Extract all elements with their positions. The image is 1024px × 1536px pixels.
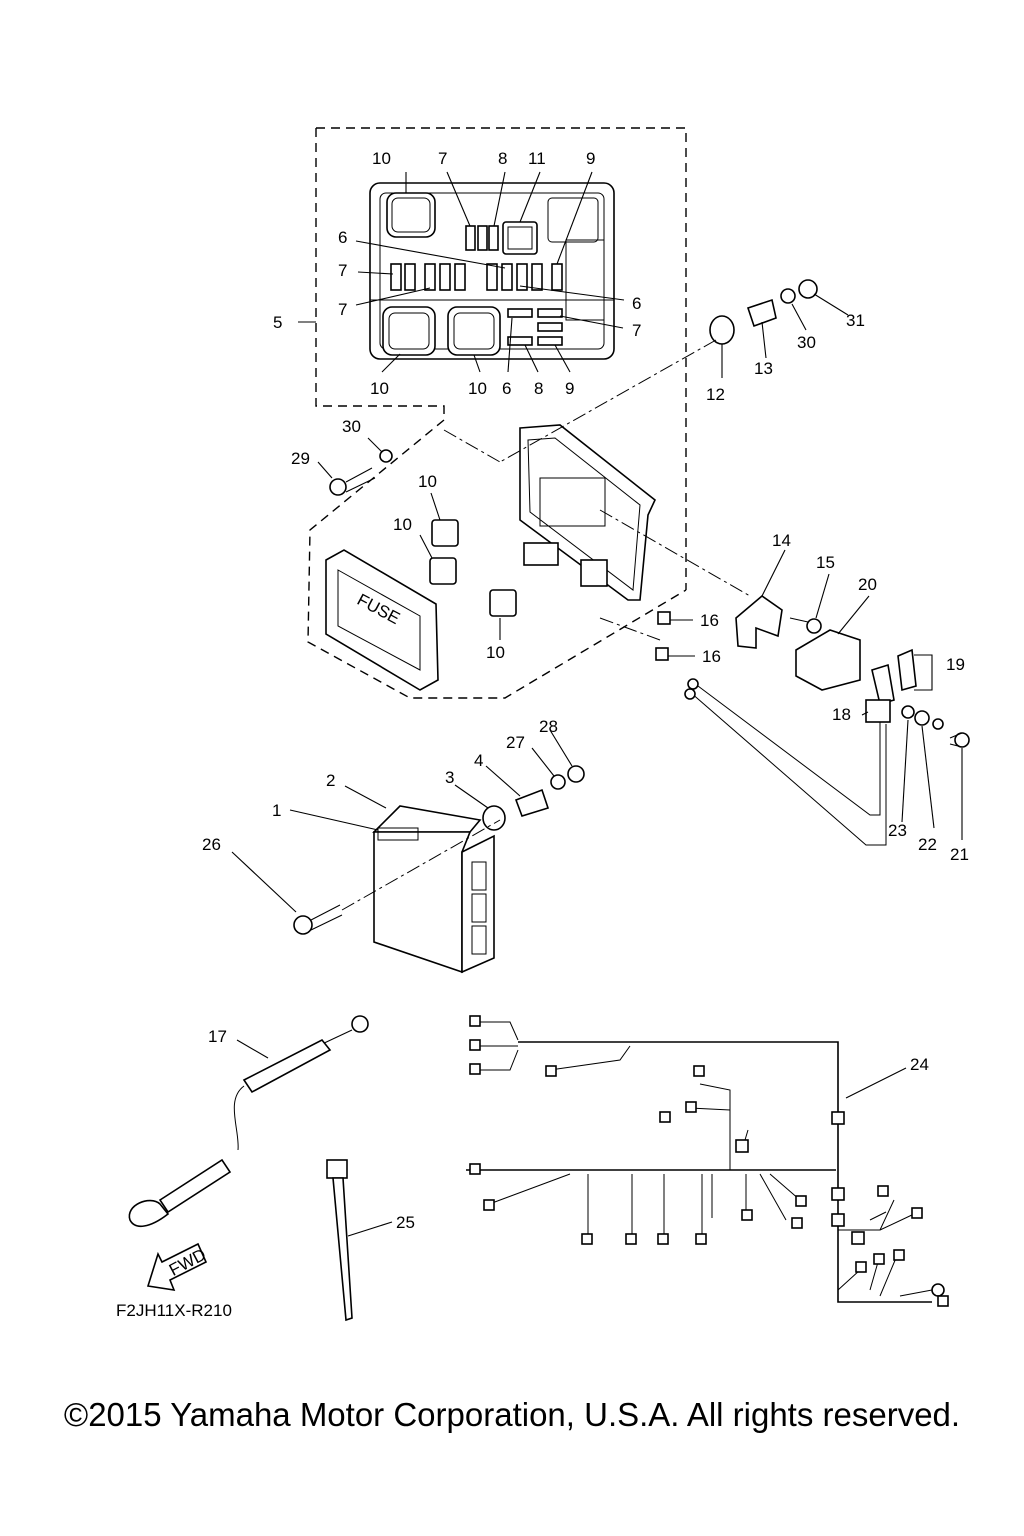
callout-4: 4 [474,751,483,770]
callout-7: 7 [338,261,347,280]
callout-16: 16 [700,611,719,630]
callout-8: 8 [534,379,543,398]
callout-17: 17 [208,1027,227,1046]
callout-7: 7 [438,149,447,168]
callout-labels: 10 7 8 11 9 6 7 7 6 7 5 10 10 6 8 9 31 3… [202,149,969,1232]
callout-11: 11 [528,149,546,168]
callout-20: 20 [858,575,877,594]
callout-6: 6 [338,228,347,247]
callout-31: 31 [846,311,865,330]
callout-3: 3 [445,768,454,787]
callout-30: 30 [797,333,816,352]
callout-12: 12 [706,385,725,404]
fuse-box-detail [298,127,687,590]
callout-6: 6 [632,294,641,313]
callout-14: 14 [772,531,791,550]
callout-24: 24 [910,1055,929,1074]
ecm-assembly [231,729,585,974]
callout-16: 16 [702,647,721,666]
callout-7: 7 [632,321,641,340]
callout-9: 9 [586,149,595,168]
callout-18: 18 [832,705,851,724]
callout-10: 10 [418,472,437,491]
forward-arrow: FWD [146,1242,209,1292]
callout-10: 10 [486,643,505,662]
callout-28: 28 [539,717,558,736]
callout-15: 15 [816,553,835,572]
callout-1: 1 [272,801,281,820]
callout-10: 10 [468,379,487,398]
callout-22: 22 [918,835,937,854]
callout-23: 23 [888,821,907,840]
callout-5: 5 [273,313,282,332]
cable-tie-25 [326,1159,393,1322]
wire-harness-24 [466,1015,949,1307]
callout-19: 19 [946,655,965,674]
callout-6: 6 [502,379,511,398]
callout-26: 26 [202,835,221,854]
callout-2: 2 [326,771,335,790]
callout-8: 8 [498,149,507,168]
cable-17 [128,1015,369,1227]
callout-9: 9 [565,379,574,398]
junction-box-assembly: FUSE [307,279,970,846]
callout-7: 7 [338,300,347,319]
copyright-notice: ©2015 Yamaha Motor Corporation, U.S.A. A… [63,1396,961,1433]
diagram-code: F2JH11X-R210 [116,1301,232,1320]
callout-10: 10 [393,515,412,534]
callout-25: 25 [396,1213,415,1232]
callout-29: 29 [291,449,310,468]
callout-10: 10 [372,149,391,168]
callout-30: 30 [342,417,361,436]
parts-diagram: FUSE [116,127,970,1322]
callout-27: 27 [506,733,525,752]
callout-13: 13 [754,359,773,378]
callout-21: 21 [950,845,969,864]
callout-10: 10 [370,379,389,398]
